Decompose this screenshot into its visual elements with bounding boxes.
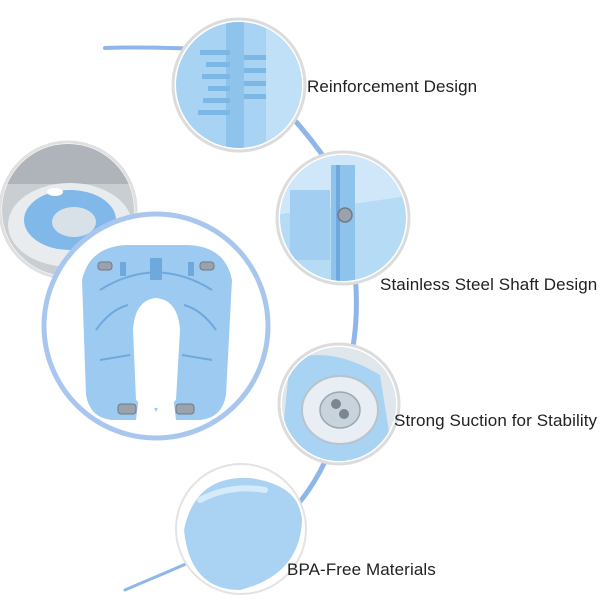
feature-label-reinforcement: Reinforcement Design [307,77,478,96]
reinforcement-detail-image [171,17,307,153]
feature-label-suction: Strong Suction for Stability [394,411,598,430]
feature-label-bpa-free: BPA-Free Materials [287,560,436,579]
suction-detail-image [277,342,401,466]
steel-shaft-detail-image [275,150,411,286]
material-detail-image [175,463,307,595]
feature-label-steel-shaft: Stainless Steel Shaft Design [380,275,598,294]
main-product-image [41,211,271,441]
